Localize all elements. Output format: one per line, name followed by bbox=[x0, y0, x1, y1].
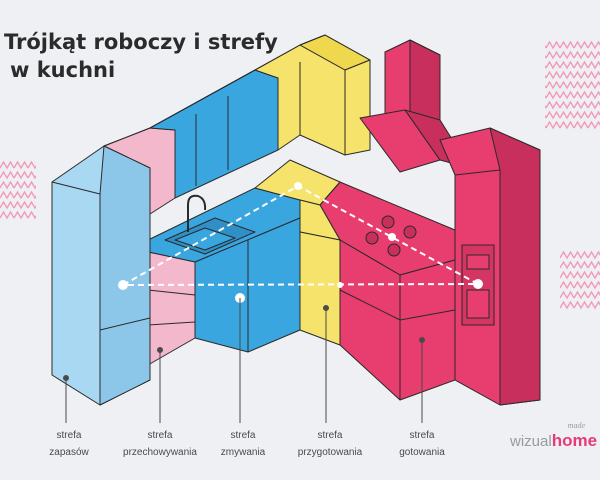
title-line-1: Trójkąt roboczy i strefy bbox=[4, 30, 278, 54]
zone-label-przygotowania: strefa przygotowania bbox=[298, 430, 363, 458]
zone-label-line1: strefa bbox=[409, 430, 434, 441]
zone-label-przechowywania: strefa przechowywania bbox=[123, 430, 197, 458]
hob bbox=[365, 215, 417, 257]
zone-label-gotowania: strefa gotowania bbox=[399, 430, 445, 458]
zone-label-line1: strefa bbox=[56, 430, 81, 441]
zigzag-decoration-left bbox=[0, 160, 36, 220]
faucet-icon bbox=[187, 194, 207, 232]
brand-part-2: home bbox=[552, 431, 597, 450]
zigzag-decoration-right-bottom bbox=[560, 250, 600, 310]
zone-label-line2: zapasów bbox=[49, 447, 89, 458]
zone-label-zmywania: strefa zmywania bbox=[221, 430, 266, 458]
zone-label-line2: przechowywania bbox=[123, 447, 197, 458]
zone-label-line1: strefa bbox=[147, 430, 172, 441]
base-drawers-pink bbox=[147, 251, 196, 366]
zone-label-line2: zmywania bbox=[221, 447, 266, 458]
brand-tag: made bbox=[568, 421, 586, 430]
zone-label-line2: gotowania bbox=[399, 447, 445, 458]
zone-label-line1: strefa bbox=[317, 430, 342, 441]
zone-label-line2: przygotowania bbox=[298, 447, 363, 458]
brand-wordmark: wizualhome bbox=[509, 431, 597, 450]
zone-label-line1: strefa bbox=[230, 430, 255, 441]
brand-part-1: wizual bbox=[509, 433, 552, 450]
zigzag-decoration-right-top bbox=[545, 40, 600, 130]
zone-label-zapasow: strefa zapasów bbox=[49, 430, 89, 458]
brand-logo: made wizualhome bbox=[509, 421, 597, 450]
page-title: Trójkąt roboczy i strefy w kuchni bbox=[4, 28, 278, 84]
title-line-2: w kuchni bbox=[10, 58, 116, 82]
